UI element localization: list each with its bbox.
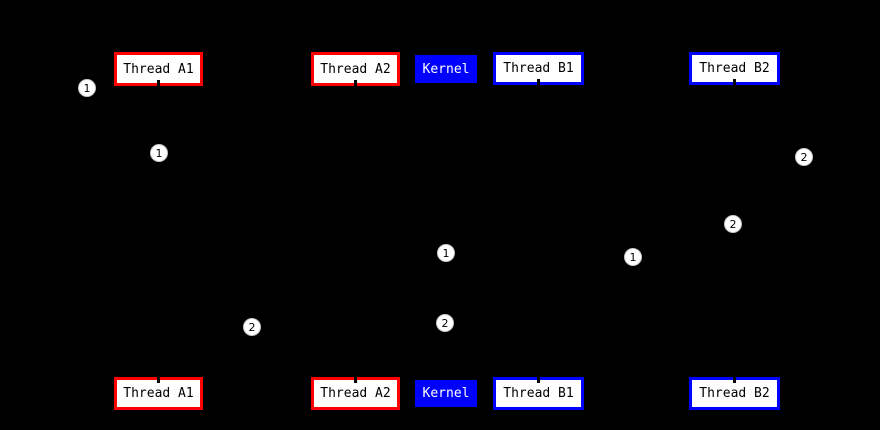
lifeline-box-label: Thread B2 (699, 61, 770, 76)
event-marker: 1 (624, 248, 642, 266)
lifeline-box-label: Thread B1 (503, 386, 574, 401)
lifeline-tick (732, 79, 736, 86)
lifeline-tick (156, 80, 160, 87)
event-marker: 1 (150, 144, 168, 162)
event-marker: 1 (437, 244, 455, 262)
lifeline-box-thread-a2-bottom: Thread A2 (311, 376, 400, 410)
lifeline-tick (353, 80, 357, 87)
lifeline-box-thread-a2-top: Thread A2 (311, 52, 400, 87)
lifeline-box-label: Kernel (422, 386, 470, 401)
event-marker: 1 (78, 79, 96, 97)
lifeline-tick (156, 376, 160, 383)
event-marker: 2 (724, 215, 742, 233)
lifeline-tick (536, 79, 540, 86)
lifeline-box-thread-b2-bottom: Thread B2 (689, 376, 780, 410)
lifeline-box-label: Thread B1 (503, 61, 574, 76)
lifeline-box-label: Thread A2 (320, 61, 391, 77)
lifeline-box-thread-b1-bottom: Thread B1 (493, 376, 584, 410)
lifeline-box-kernel-top: Kernel (415, 55, 477, 83)
lifeline-box-label: Kernel (422, 61, 470, 77)
lifeline-tick (536, 376, 540, 383)
lifeline-box-label: Thread B2 (699, 386, 770, 401)
lifeline-tick (353, 376, 357, 383)
lifeline-box-kernel-bottom: Kernel (415, 380, 477, 407)
lifeline-box-thread-b1-top: Thread B1 (493, 52, 584, 86)
lifeline-box-label: Thread A1 (123, 61, 194, 77)
lifeline-box-thread-a1-top: Thread A1 (114, 52, 203, 87)
lifeline-box-thread-a1-bottom: Thread A1 (114, 376, 203, 410)
event-marker: 2 (243, 318, 261, 336)
lifeline-tick (732, 376, 736, 383)
lifeline-box-thread-b2-top: Thread B2 (689, 52, 780, 86)
event-marker: 2 (795, 148, 813, 166)
lifeline-box-label: Thread A2 (320, 386, 391, 401)
event-marker: 2 (436, 314, 454, 332)
lifeline-box-label: Thread A1 (123, 386, 194, 401)
